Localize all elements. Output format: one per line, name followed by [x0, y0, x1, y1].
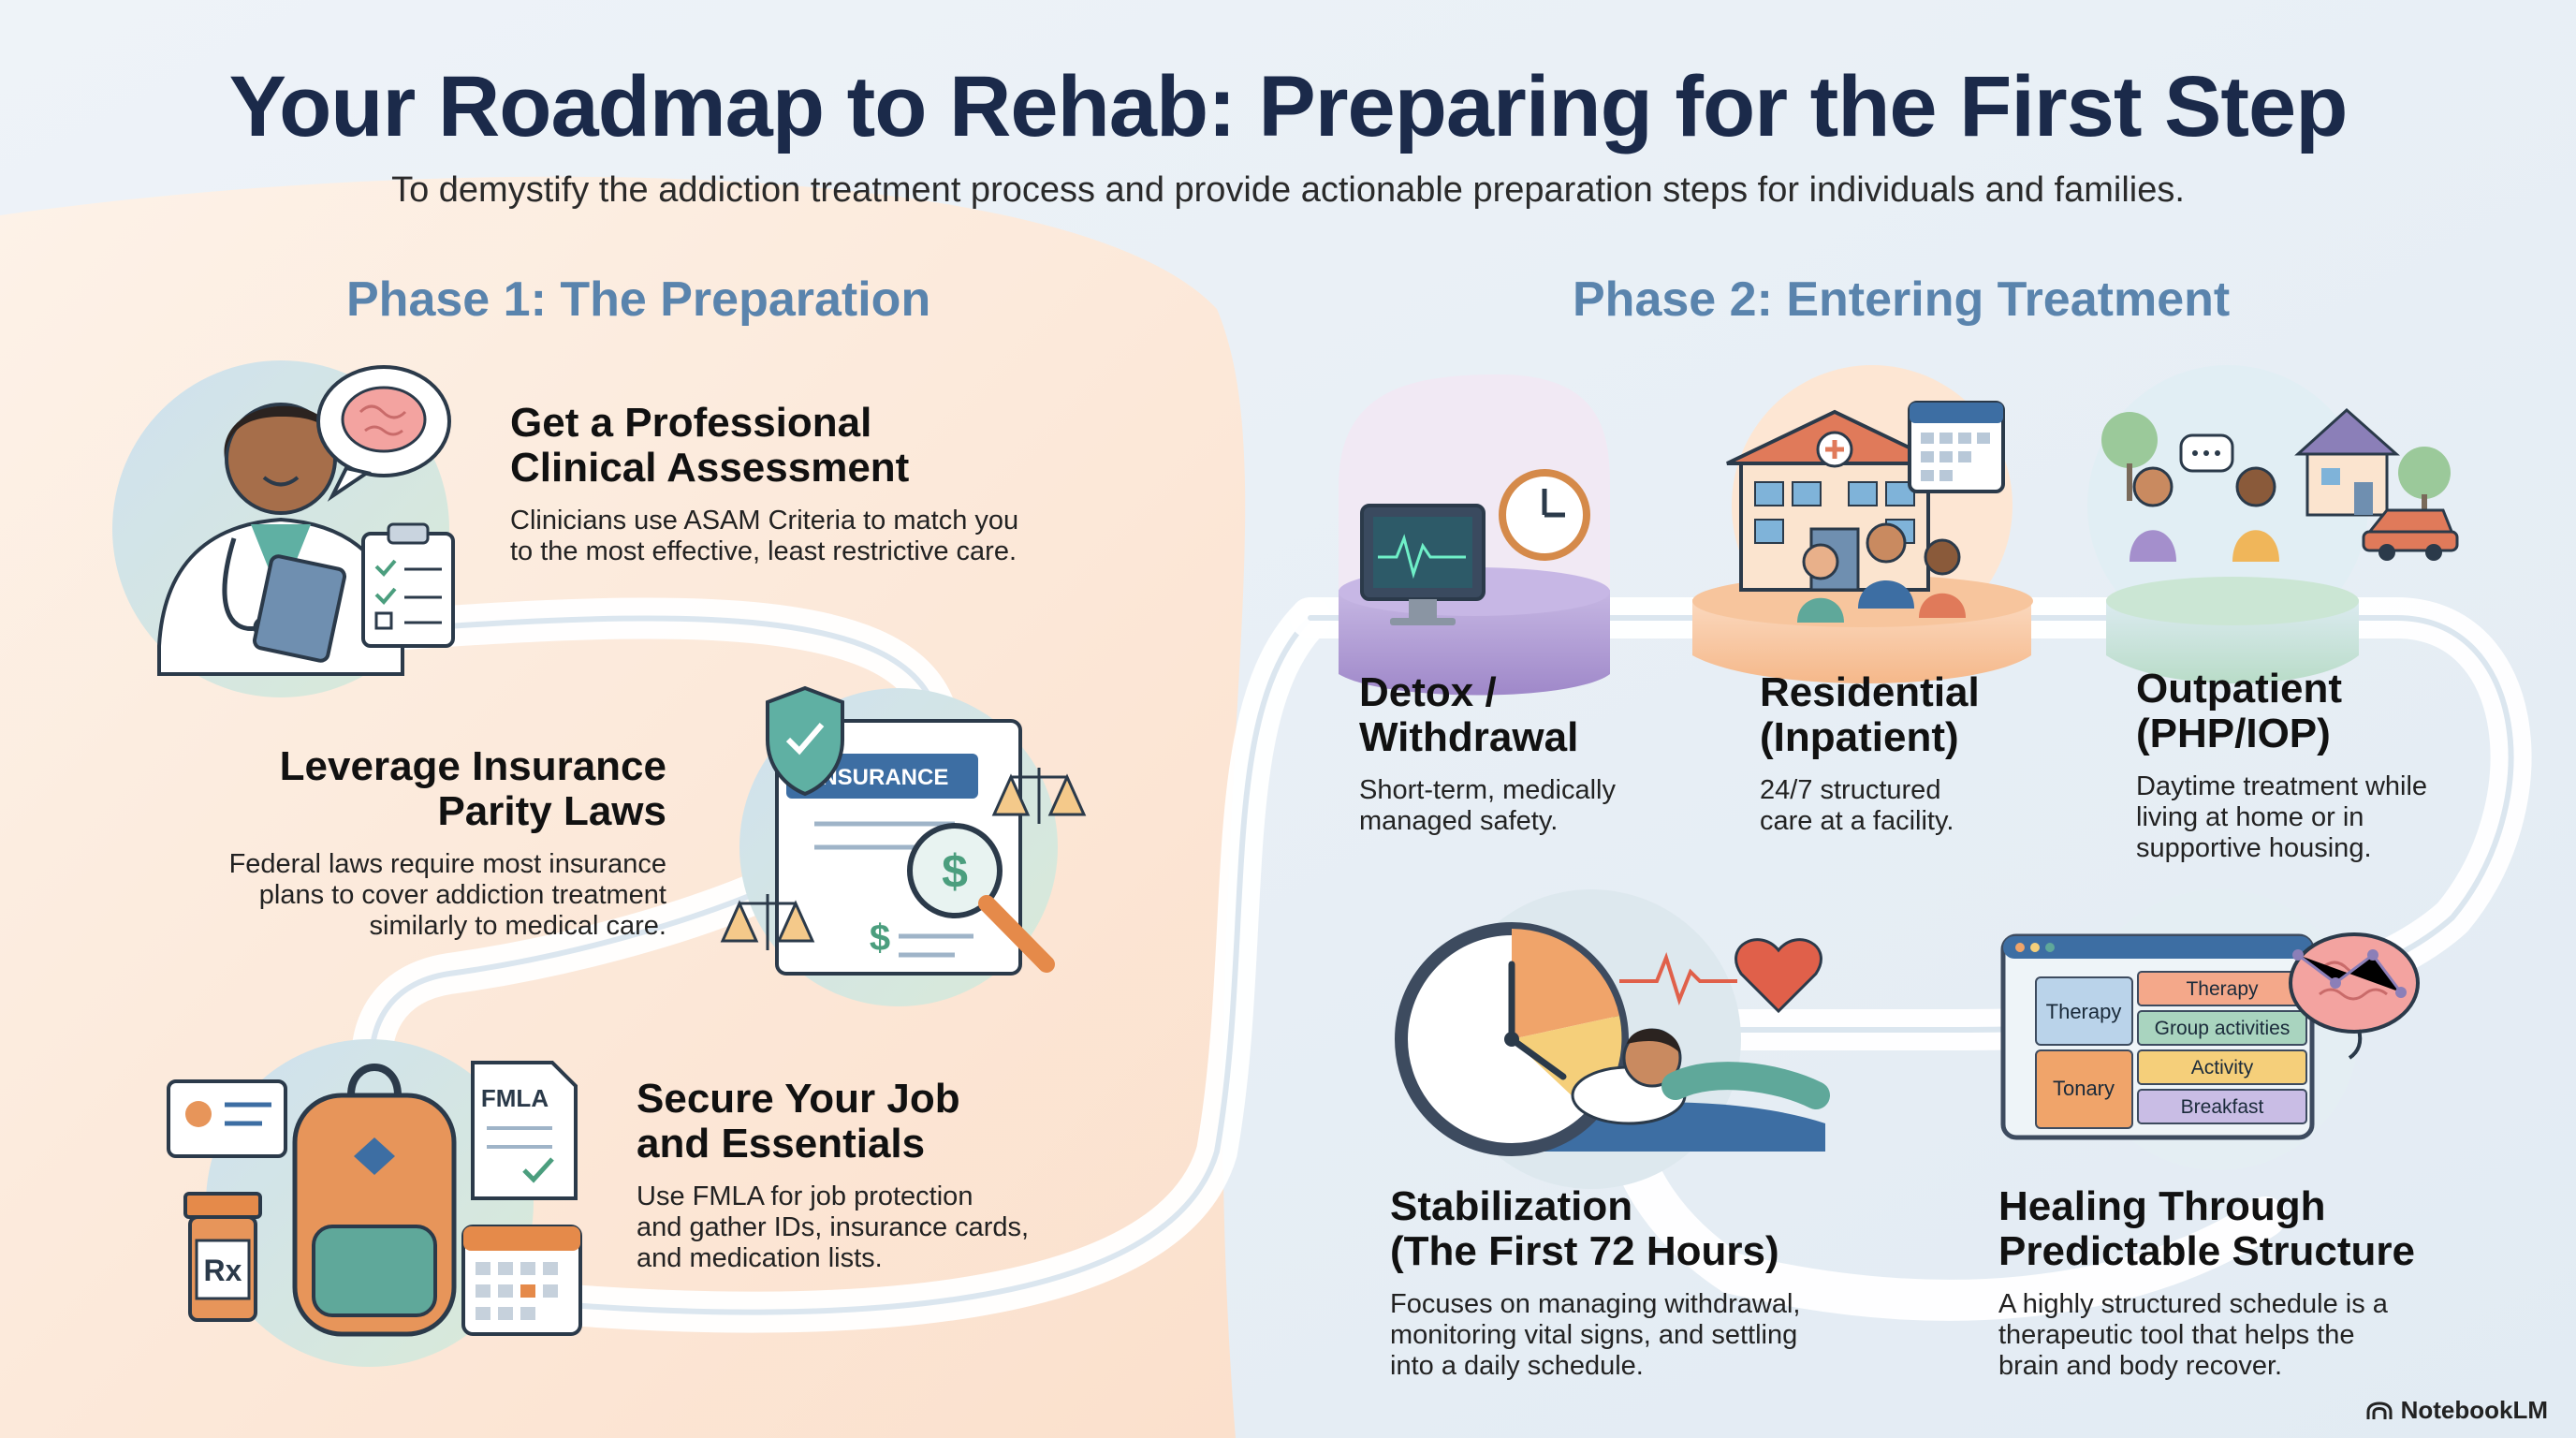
svg-text:$: $ [942, 845, 968, 898]
svg-text:Tonary: Tonary [2053, 1077, 2115, 1100]
level-detox: Detox / Withdrawal Short-term, medically… [1359, 670, 1616, 837]
residential-illustration [1692, 365, 2033, 683]
stabilization-desc-line2: monitoring vital signs, and settling [1390, 1320, 1798, 1350]
stabilization-illustration [1395, 889, 1830, 1189]
step-title-line1: Secure Your Job [637, 1076, 960, 1122]
step-desc-line2: and gather IDs, insurance cards, [637, 1212, 1030, 1242]
level-desc-line1: Daytime treatment while [2136, 771, 2428, 801]
notebooklm-logo-icon [2366, 1401, 2393, 1419]
step-insurance-parity: Leverage Insurance Parity Laws Federal l… [168, 744, 666, 942]
svg-text:INSURANCE: INSURANCE [815, 765, 949, 790]
level-outpatient: Outpatient (PHP/IOP) Daytime treatment w… [2136, 667, 2427, 864]
step-desc-line1: Federal laws require most insurance [228, 849, 666, 879]
step-title-line2: and Essentials [637, 1121, 926, 1167]
svg-text:Rx: Rx [204, 1254, 242, 1287]
brand-label: NotebookLM [2365, 1396, 2548, 1425]
level-title-line1: Detox / [1359, 669, 1497, 715]
svg-text:FMLA: FMLA [481, 1084, 549, 1112]
step-desc-line2: to the most effective, least restrictive… [510, 536, 1017, 566]
phase2-title: Phase 2: Entering Treatment [1573, 272, 2231, 327]
svg-text:Therapy: Therapy [2186, 978, 2259, 1000]
page-subtitle: To demystify the addiction treatment pro… [391, 170, 2185, 210]
step-desc-line1: Clinicians use ASAM Criteria to match yo… [510, 506, 1019, 536]
step-title-line2: Clinical Assessment [510, 445, 910, 491]
stabilization-desc-line3: into a daily schedule. [1390, 1351, 1644, 1381]
level-desc-line3: supportive housing. [2136, 833, 2372, 863]
svg-text:$: $ [870, 917, 890, 959]
level-title-line2: (PHP/IOP) [2136, 711, 2331, 756]
insurance-illustration: INSURANCE $ $ [720, 685, 1087, 1006]
level-desc-line1: Short-term, medically [1359, 775, 1616, 805]
structure-block: Healing Through Predictable Structure A … [1998, 1184, 2415, 1382]
detox-illustration [1339, 374, 1610, 696]
step-title-line1: Leverage Insurance [279, 743, 666, 789]
structure-title-line2: Predictable Structure [1998, 1228, 2416, 1274]
level-desc-line1: 24/7 structured [1760, 775, 1941, 805]
stabilization-block: Stabilization (The First 72 Hours) Focus… [1390, 1184, 1800, 1382]
svg-text:Activity: Activity [2191, 1057, 2254, 1078]
level-desc-line2: care at a facility. [1760, 806, 1954, 836]
schedule-illustration: Therapy Tonary Therapy Group activities … [2000, 889, 2420, 1170]
structure-desc-line1: A highly structured schedule is a [1998, 1289, 2388, 1319]
page-title: Your Roadmap to Rehab: Preparing for the… [228, 59, 2349, 154]
step-desc-line3: similarly to medical care. [369, 911, 666, 941]
outpatient-illustration [2087, 365, 2459, 683]
step-desc-line3: and medication lists. [637, 1243, 883, 1273]
step-desc-line2: plans to cover addiction treatment [258, 880, 666, 910]
level-residential: Residential (Inpatient) 24/7 structured … [1760, 670, 1980, 837]
level-title-line1: Outpatient [2136, 666, 2342, 712]
step-desc-line1: Use FMLA for job protection [637, 1181, 973, 1211]
level-title-line2: Withdrawal [1359, 714, 1579, 760]
level-desc-line2: managed safety. [1359, 806, 1559, 836]
structure-title-line1: Healing Through [1998, 1183, 2326, 1229]
step-title-line1: Get a Professional [510, 400, 872, 446]
structure-desc-line2: therapeutic tool that helps the [1998, 1320, 2355, 1350]
svg-text:Therapy: Therapy [2046, 1000, 2122, 1023]
structure-desc-line3: brain and body recover. [1998, 1351, 2283, 1381]
stabilization-desc-line1: Focuses on managing withdrawal, [1390, 1289, 1801, 1319]
step-job-essentials: Secure Your Job and Essentials Use FMLA … [637, 1077, 1029, 1274]
svg-text:Breakfast: Breakfast [2181, 1096, 2264, 1118]
brand-name: NotebookLM [2400, 1396, 2548, 1424]
doctor-illustration [112, 360, 455, 697]
level-title-line2: (Inpatient) [1760, 714, 1959, 760]
step-clinical-assessment: Get a Professional Clinical Assessment C… [510, 401, 1018, 567]
stabilization-title-line1: Stabilization [1390, 1183, 1633, 1229]
phase1-title: Phase 1: The Preparation [346, 272, 931, 327]
stabilization-title-line2: (The First 72 Hours) [1390, 1228, 1779, 1274]
level-title-line1: Residential [1760, 669, 1980, 715]
level-desc-line2: living at home or in [2136, 802, 2364, 832]
essentials-illustration: FMLA Rx [167, 1039, 582, 1367]
svg-text:Group activities: Group activities [2155, 1018, 2291, 1039]
step-title-line2: Parity Laws [437, 788, 666, 834]
